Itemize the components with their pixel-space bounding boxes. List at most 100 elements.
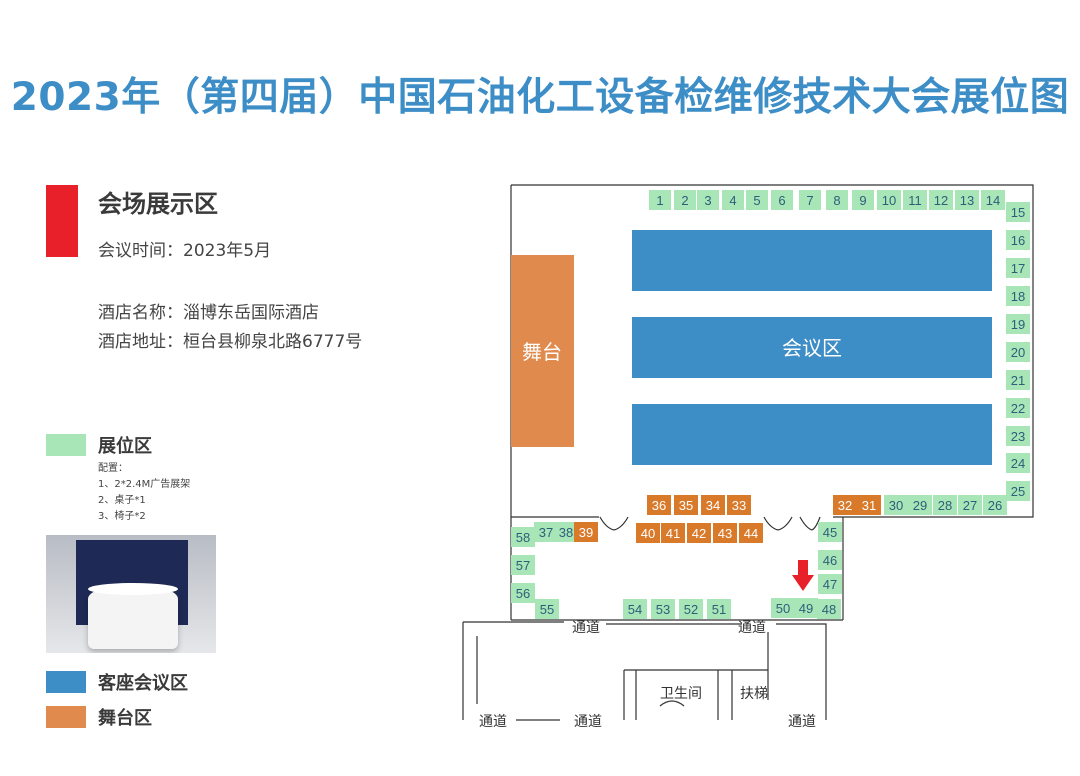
booth-22 (1006, 398, 1030, 418)
booth-39 (574, 522, 598, 542)
booth-number: 4 (729, 193, 736, 208)
booth-3 (697, 190, 719, 210)
booth-20 (1006, 342, 1030, 362)
booth-9 (852, 190, 874, 210)
booth-number: 29 (913, 498, 927, 513)
booth-number: 50 (776, 601, 790, 616)
legend-label-stage: 舞台区 (98, 708, 152, 729)
config-item: 1、2*2.4M广告展架 (98, 479, 191, 490)
booth-number: 49 (799, 601, 813, 616)
booth-number: 15 (1011, 205, 1025, 220)
booth-38 (554, 522, 578, 542)
stage-label: 舞台 (522, 340, 562, 364)
booth-number: 8 (833, 193, 840, 208)
booth-36 (647, 495, 671, 515)
corridor-label: 通道 (738, 620, 766, 636)
booth-number: 32 (838, 498, 852, 513)
booth-12 (929, 190, 953, 210)
booth-41 (661, 523, 685, 543)
booth-number: 58 (516, 530, 530, 545)
booth-number: 51 (712, 602, 726, 617)
booth-number: 24 (1011, 456, 1025, 471)
page-title: 2023年（第四届）中国石油化工设备检维修技术大会展位图 (10, 75, 1070, 120)
booth-number: 6 (778, 193, 785, 208)
booth-number: 17 (1011, 261, 1025, 276)
corridor-label: 通道 (572, 620, 600, 636)
booth-number: 47 (823, 577, 837, 592)
booth-46 (818, 550, 842, 570)
booth-number: 20 (1011, 345, 1025, 360)
booth-24 (1006, 453, 1030, 473)
booth-table-photo (46, 535, 216, 653)
booth-11 (903, 190, 927, 210)
booth-44 (739, 523, 763, 543)
booth-4 (722, 190, 744, 210)
booth-number: 57 (516, 558, 530, 573)
booth-49 (794, 598, 818, 618)
booth-29 (908, 495, 932, 515)
booth-47 (818, 574, 842, 594)
booth-2 (674, 190, 696, 210)
booth-number: 41 (666, 526, 680, 541)
booth-10 (877, 190, 901, 210)
booth-number: 36 (652, 498, 666, 513)
booth-number: 3 (704, 193, 711, 208)
booth-42 (687, 523, 711, 543)
booth-31 (857, 495, 881, 515)
booth-40 (636, 523, 660, 543)
booth-number: 56 (516, 586, 530, 601)
booth-6 (771, 190, 793, 210)
corridor-label: 通道 (788, 714, 816, 730)
booth-number: 12 (934, 193, 948, 208)
corridor-label: 通道 (574, 714, 602, 730)
booth-number: 1 (656, 193, 663, 208)
booth-number: 21 (1011, 373, 1025, 388)
booth-number: 39 (579, 525, 593, 540)
booth-number: 10 (882, 193, 896, 208)
booth-58 (511, 527, 535, 547)
legend-swatch-booth (46, 434, 86, 456)
booth-53 (651, 599, 675, 619)
corridor-label: 通道 (479, 714, 507, 730)
section-marker (46, 185, 78, 257)
meeting-block (632, 404, 992, 465)
meeting-area-label: 会议区 (782, 336, 842, 360)
escalator-label: 扶梯 (740, 686, 768, 702)
booth-number: 19 (1011, 317, 1025, 332)
legend-label-meeting: 客座会议区 (98, 673, 188, 694)
booth-number: 16 (1011, 233, 1025, 248)
booth-number: 25 (1011, 484, 1025, 499)
booth-17 (1006, 258, 1030, 278)
booth-number: 11 (908, 193, 922, 208)
config-title: 配置： (98, 463, 128, 474)
legend-label-booth: 展位区 (98, 436, 152, 457)
config-item: 3、椅子*2 (98, 511, 146, 522)
booth-number: 31 (862, 498, 876, 513)
table-top (88, 583, 178, 595)
booth-50 (771, 598, 795, 618)
booth-27 (958, 495, 982, 515)
booth-34 (701, 495, 725, 515)
booth-57 (511, 555, 535, 575)
booth-number: 52 (684, 602, 698, 617)
booth-1 (649, 190, 671, 210)
hotel-name: 酒店名称：淄博东岳国际酒店 (98, 303, 319, 323)
booth-51 (707, 599, 731, 619)
booth-32 (833, 495, 857, 515)
booth-number: 2 (681, 193, 688, 208)
booth-number: 28 (938, 498, 952, 513)
booth-number: 53 (656, 602, 670, 617)
booth-43 (713, 523, 737, 543)
meeting-block (632, 230, 992, 291)
booth-number: 14 (986, 193, 1000, 208)
booth-52 (679, 599, 703, 619)
booth-number: 46 (823, 553, 837, 568)
booth-number: 44 (744, 526, 758, 541)
booth-number: 13 (960, 193, 974, 208)
booth-19 (1006, 314, 1030, 334)
booth-number: 55 (540, 602, 554, 617)
booth-13 (955, 190, 979, 210)
booth-number: 42 (692, 526, 706, 541)
section-heading: 会场展示区 (98, 190, 218, 218)
